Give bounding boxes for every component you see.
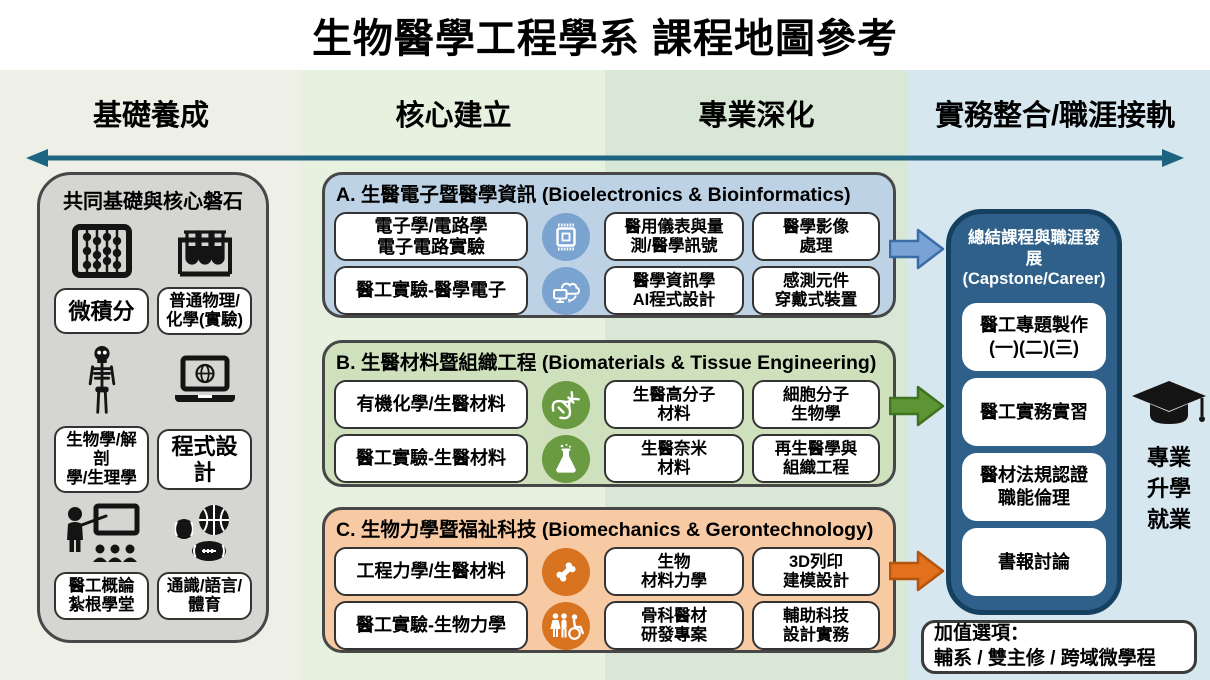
track-a-arrow bbox=[889, 228, 945, 270]
test-tubes-icon bbox=[157, 224, 252, 278]
track-a-panel: A. 生醫電子暨醫學資訊 (Bioelectronics & Bioinform… bbox=[322, 172, 896, 318]
course-box: 通識/語言/ 體育 bbox=[157, 572, 252, 621]
track-b-title: B. 生醫材料暨組織工程 (Biomaterials & Tissue Engi… bbox=[336, 352, 877, 374]
course-box: 醫學影像 處理 bbox=[752, 212, 880, 261]
course-box: 醫材法規認證 職能倫理 bbox=[962, 452, 1106, 521]
flask-icon bbox=[542, 434, 590, 483]
extra-options-box: 加值選項： 輔系 / 雙主修 / 跨域微學程 bbox=[921, 620, 1197, 674]
track-c-title: C. 生物力學暨福祉科技 (Biomechanics & Gerontechno… bbox=[336, 519, 874, 541]
course-box: 程式設計 bbox=[157, 429, 252, 491]
career-outcomes-text: 專業 升學 就業 bbox=[1146, 445, 1191, 532]
course-box: 醫工概論 紮根學堂 bbox=[54, 572, 149, 621]
course-box: 醫用儀表與量 測/醫學訊號 bbox=[604, 212, 744, 261]
capstone-panel: 總結課程與職涯發展 (Capstone/Career) 醫工專題製作 (一)(二… bbox=[946, 209, 1122, 615]
cpu-chip-icon bbox=[542, 212, 590, 261]
course-box: 生醫奈米 材料 bbox=[604, 434, 744, 483]
course-box: 感測元件 穿戴式裝置 bbox=[752, 266, 880, 315]
course-box: 生醫高分子 材料 bbox=[604, 380, 744, 429]
course-box: 書報討論 bbox=[962, 527, 1106, 596]
track-b-arrow bbox=[889, 385, 945, 427]
track-b-panel: B. 生醫材料暨組織工程 (Biomaterials & Tissue Engi… bbox=[322, 340, 896, 487]
extra-options-text: 加值選項： 輔系 / 雙主修 / 跨域微學程 bbox=[934, 623, 1156, 669]
laptop-globe-icon bbox=[157, 355, 252, 407]
dna-icon bbox=[542, 380, 590, 429]
capstone-title: 總結課程與職涯發展 (Capstone/Career) bbox=[962, 229, 1106, 289]
track-c-panel: C. 生物力學暨福祉科技 (Biomechanics & Gerontechno… bbox=[322, 507, 896, 653]
course-box: 生物 材料力學 bbox=[604, 547, 744, 596]
course-box: 生物學/解剖 學/生理學 bbox=[54, 426, 149, 494]
stage-label-core: 核心建立 bbox=[395, 100, 512, 132]
abacus-icon bbox=[54, 223, 149, 278]
cloud-computing-icon bbox=[542, 266, 590, 315]
course-box: 骨科醫材 研發專案 bbox=[604, 601, 744, 650]
course-box: 再生醫學與 組織工程 bbox=[752, 434, 880, 483]
course-box: 有機化學/生醫材料 bbox=[334, 380, 528, 429]
stage-label-career: 實務整合/職涯接軌 bbox=[934, 100, 1176, 132]
course-box: 細胞分子 生物學 bbox=[752, 380, 880, 429]
foundation-grid: 微積分 普通物理/ 化學(實驗) bbox=[46, 214, 260, 630]
skeleton-icon bbox=[54, 345, 149, 417]
course-box: 醫工實驗-醫學電子 bbox=[334, 266, 528, 315]
course-box: 醫工實驗-生醫材料 bbox=[334, 434, 528, 483]
course-box: 工程力學/生醫材料 bbox=[334, 547, 528, 596]
foundation-title: 共同基礎與核心磐石 bbox=[63, 191, 243, 213]
course-box: 醫工實驗-生物力學 bbox=[334, 601, 528, 650]
foundation-panel: 共同基礎與核心磐石 bbox=[37, 172, 269, 643]
course-box: 電子學/電路學 電子電路實驗 bbox=[334, 212, 528, 261]
timeline-arrow bbox=[26, 149, 1184, 167]
graduation-cap-icon bbox=[1132, 381, 1206, 424]
accessibility-icon bbox=[542, 601, 590, 650]
teacher-icon bbox=[54, 503, 149, 563]
stage-label-advanced: 專業深化 bbox=[698, 100, 815, 132]
track-a-title: A. 生醫電子暨醫學資訊 (Bioelectronics & Bioinform… bbox=[336, 184, 851, 206]
track-c-arrow bbox=[889, 550, 945, 592]
bone-icon bbox=[542, 547, 590, 596]
course-box: 3D列印 建模設計 bbox=[752, 547, 880, 596]
course-box: 醫工實務實習 bbox=[962, 377, 1106, 446]
course-box: 普通物理/ 化學(實驗) bbox=[157, 287, 252, 336]
course-box: 輔助科技 設計實務 bbox=[752, 601, 880, 650]
course-box: 微積分 bbox=[54, 288, 149, 335]
course-box: 醫學資訊學 AI程式設計 bbox=[604, 266, 744, 315]
course-box: 醫工專題製作 (一)(二)(三) bbox=[962, 302, 1106, 371]
page-title: 生物醫學工程學系 課程地圖參考 bbox=[311, 17, 899, 61]
stage-label-foundation: 基礎養成 bbox=[92, 100, 209, 132]
sports-balls-icon bbox=[157, 503, 252, 563]
